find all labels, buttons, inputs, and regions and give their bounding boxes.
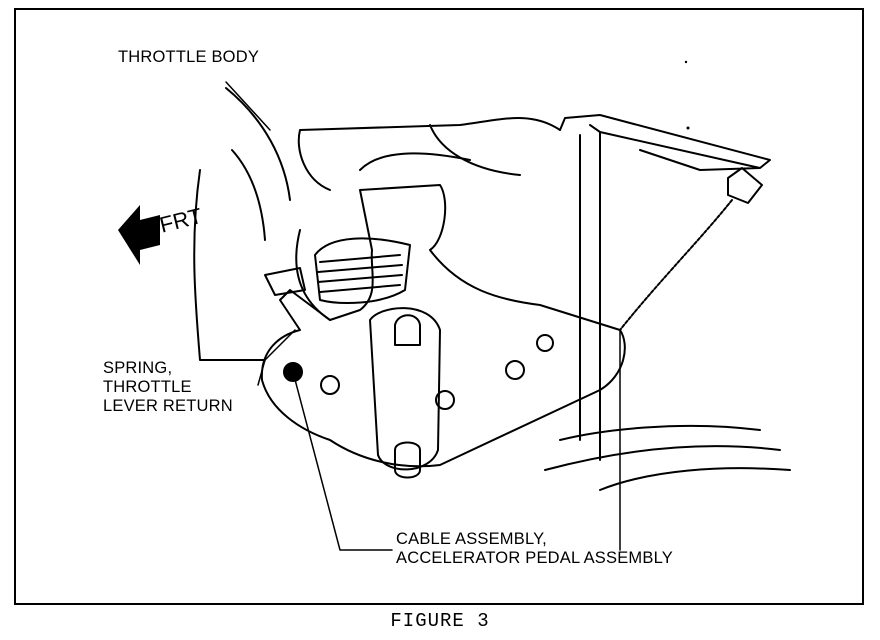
return-spring: [314, 237, 411, 304]
label-spring-line-1: SPRING,: [103, 359, 173, 377]
lever-hole-2: [435, 390, 455, 410]
front-arrow: [118, 205, 160, 265]
cable-end-fitting: [727, 167, 763, 204]
label-throttle-body: THROTTLE BODY: [118, 48, 260, 66]
label-cable-line-2: ACCELERATOR PEDAL ASSEMBLY: [396, 549, 673, 567]
lever-hole-4: [536, 334, 554, 352]
lever-hole-1: [320, 375, 340, 395]
throttle-lever-plate: [260, 184, 626, 468]
label-cable-assembly: CABLE ASSEMBLY, ACCELERATOR PEDAL ASSEMB…: [396, 530, 673, 568]
label-spring: SPRING, THROTTLE LEVER RETURN: [103, 359, 233, 416]
lever-arm: [369, 307, 441, 471]
label-cable-line-1: CABLE ASSEMBLY,: [396, 530, 547, 548]
figure-frame: [14, 8, 864, 605]
spring-tab: [264, 267, 306, 296]
leader-spring: [257, 329, 296, 386]
lever-stud: [394, 441, 421, 479]
label-spring-line-2: THROTTLE: [103, 378, 192, 396]
throttle-body-housing: [193, 87, 291, 361]
throttle-body-bore: [295, 152, 471, 321]
lever-hole-3: [505, 360, 525, 380]
bracket-lower: [544, 424, 791, 491]
mounting-bracket: [559, 114, 771, 461]
accelerator-cable: [619, 199, 733, 331]
leader-cable-1: [292, 371, 393, 551]
leader-throttle-body: [225, 81, 271, 131]
label-spring-line-3: LEVER RETURN: [103, 397, 233, 415]
figure-caption: FIGURE 3: [390, 610, 490, 632]
